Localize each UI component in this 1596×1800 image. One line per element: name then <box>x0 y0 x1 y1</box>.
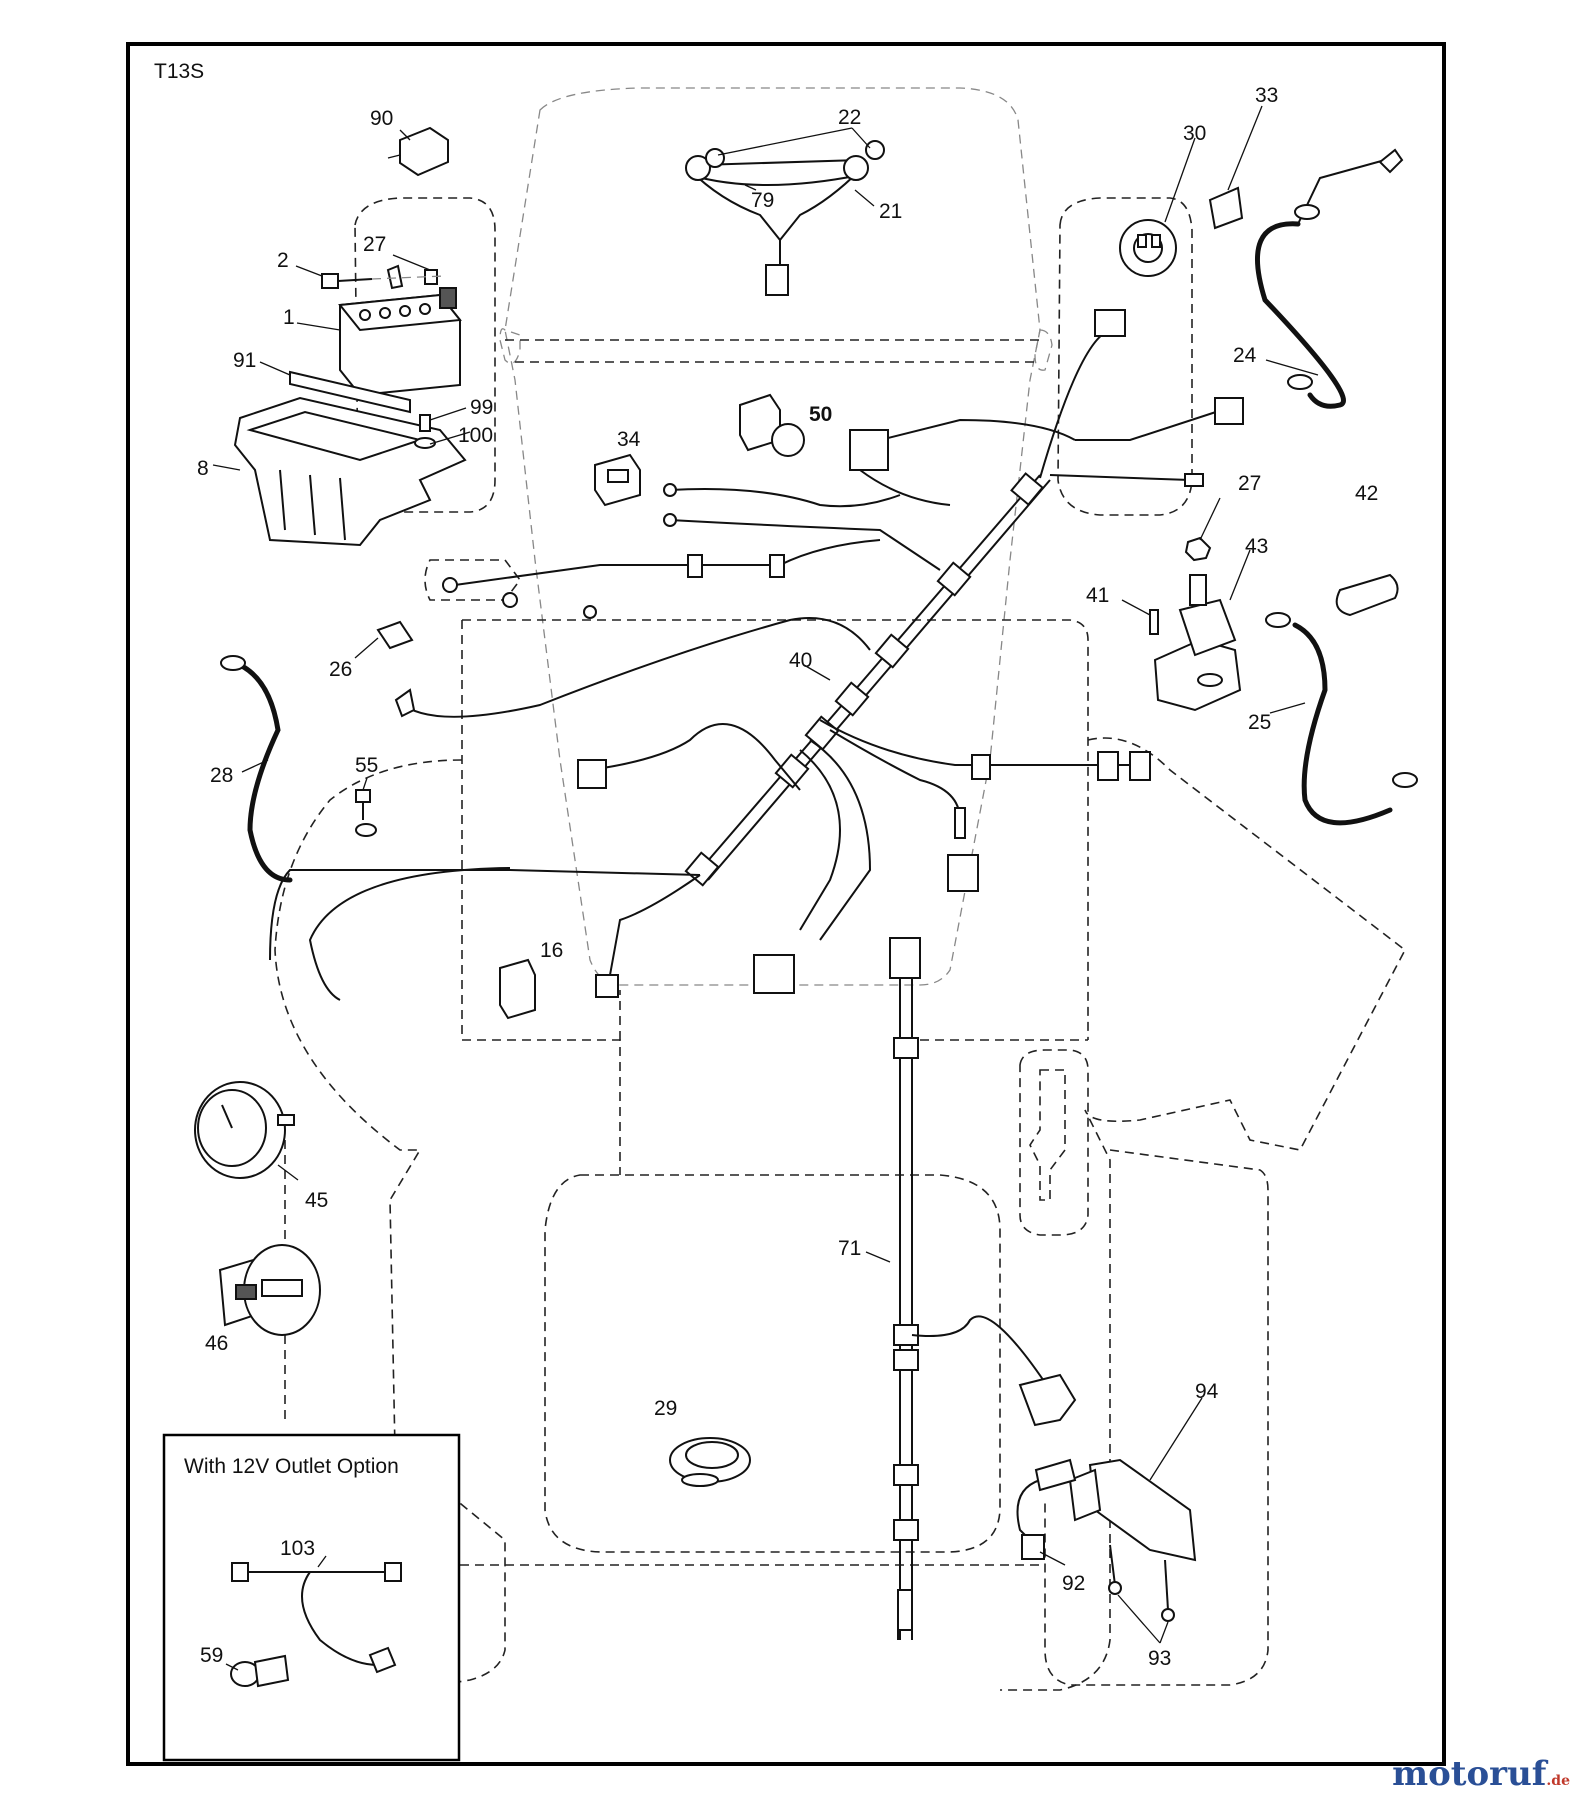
callout-8: 8 <box>197 457 209 480</box>
callout-28: 28 <box>210 764 233 787</box>
frame-title: T13S <box>154 60 204 83</box>
inset-title: With 12V Outlet Option <box>184 1455 399 1478</box>
callout-30: 30 <box>1183 122 1206 145</box>
screw-part-99 <box>414 414 436 449</box>
hour-meter-part-46 <box>218 1244 321 1336</box>
callout-71: 71 <box>838 1237 861 1260</box>
watermark-suffix: .de <box>1546 1773 1570 1789</box>
callout-34: 34 <box>617 428 641 451</box>
callout-42: 42 <box>1355 482 1378 505</box>
callout-16: 16 <box>540 939 563 962</box>
leader-lines <box>212 105 1319 1671</box>
bolt-part-2 <box>321 264 446 290</box>
cable-part-25 <box>1265 612 1418 826</box>
callout-2: 2 <box>277 249 289 272</box>
strap-part-91 <box>289 370 411 414</box>
ignition-switch-part-30 <box>1119 219 1177 277</box>
callout-1: 1 <box>283 306 295 329</box>
callout-91: 91 <box>233 349 256 372</box>
watermark-logo: motoruf.de <box>1392 1754 1570 1794</box>
callout-26: 26 <box>329 658 352 681</box>
callout-41: 41 <box>1086 584 1109 607</box>
callout-90: 90 <box>370 107 393 130</box>
callout-33: 33 <box>1255 84 1278 107</box>
battery-part-1 <box>338 287 462 397</box>
harness-clip <box>936 561 972 597</box>
cable-part-28 <box>220 655 293 883</box>
diagram-frame <box>126 42 1446 1766</box>
switch-part-16 <box>499 958 536 1020</box>
connectors <box>394 309 1244 998</box>
solenoid-part-43 <box>1149 536 1242 712</box>
key-part-33 <box>1208 186 1244 230</box>
callout-92: 92 <box>1062 1572 1085 1595</box>
callout-43: 43 <box>1245 535 1268 558</box>
callout-94: 94 <box>1195 1380 1219 1403</box>
cable-part-24 <box>1255 148 1404 409</box>
callout-50: 50 <box>809 403 832 426</box>
switch-part-94 <box>1016 1458 1197 1622</box>
switch-part-34 <box>594 453 641 507</box>
callout-25: 25 <box>1248 711 1271 734</box>
harness-clip <box>774 753 810 789</box>
knob-part-50 <box>739 393 805 457</box>
harness-clip <box>874 633 910 669</box>
callout-labels: 90 22 33 30 79 21 2 27 1 91 99 100 8 24 … <box>197 84 1378 1670</box>
callout-21: 21 <box>879 200 902 223</box>
gauge-part-45 <box>194 1081 295 1179</box>
callout-27b: 27 <box>1238 472 1261 495</box>
callout-27: 27 <box>363 233 386 256</box>
callout-46: 46 <box>205 1332 228 1355</box>
callout-99: 99 <box>470 396 493 419</box>
callout-40: 40 <box>789 649 812 672</box>
outlet-option-inset: With 12V Outlet Option <box>162 1433 461 1762</box>
harness-clip <box>1010 472 1044 506</box>
battery-tray-part-8 <box>233 396 467 547</box>
screw-part-55 <box>355 789 377 837</box>
callout-93: 93 <box>1148 1647 1171 1670</box>
watermark-name: motoruf <box>1392 1754 1547 1794</box>
callout-100: 100 <box>458 424 493 447</box>
callout-29: 29 <box>654 1397 677 1420</box>
headlight-harness-21 <box>685 140 885 296</box>
fuse-part-26 <box>376 620 414 650</box>
callout-22: 22 <box>838 106 861 129</box>
main-wire-harness <box>269 329 1223 1001</box>
harness-part-71 <box>889 937 1077 1640</box>
callout-55: 55 <box>355 754 378 777</box>
boot-part-42 <box>1335 573 1399 617</box>
horn-part-29 <box>669 1437 751 1487</box>
callout-59: 59 <box>200 1644 223 1667</box>
callout-45: 45 <box>305 1189 328 1212</box>
callout-24: 24 <box>1233 344 1257 367</box>
callout-103: 103 <box>280 1537 315 1560</box>
harness-clip <box>834 681 870 717</box>
callout-79: 79 <box>751 189 774 212</box>
relay-part-90 <box>387 126 449 177</box>
